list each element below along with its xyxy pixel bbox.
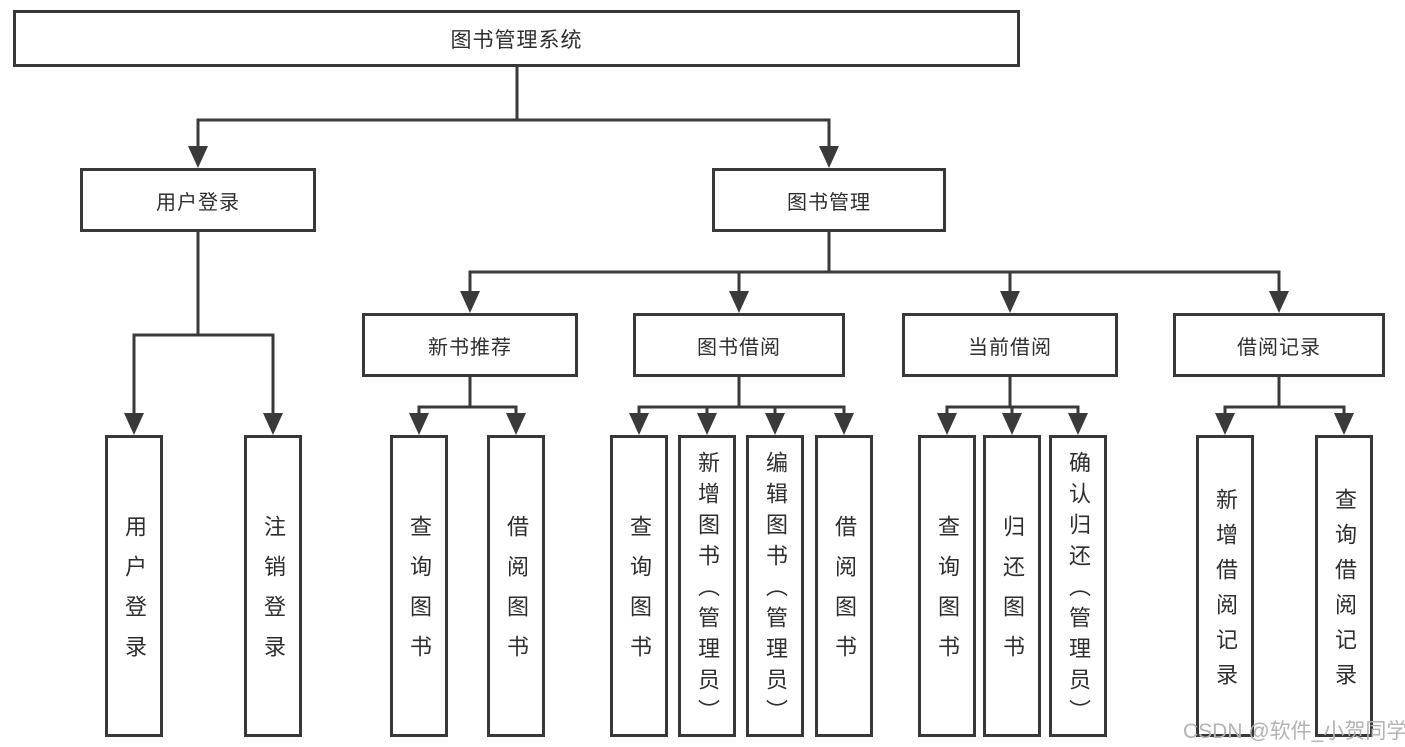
leaf-confirm-return-admin: 确认归还（管理员） bbox=[1049, 435, 1107, 737]
node-root-label: 图书管理系统 bbox=[450, 28, 583, 52]
leaf-return-books-label: 归还图书 bbox=[1000, 515, 1025, 675]
arrow-down-icon bbox=[263, 413, 283, 435]
leaf-borrow-books-1-label: 借阅图书 bbox=[504, 515, 529, 675]
arrow-down-icon bbox=[697, 413, 717, 435]
csdn-watermark: CSDN @软件_小贺同学 bbox=[1183, 720, 1405, 743]
node-borrow-records-label: 借阅记录 bbox=[1237, 336, 1321, 359]
leaf-borrow-books-1: 借阅图书 bbox=[487, 435, 545, 737]
node-book-borrow-label: 图书借阅 bbox=[697, 336, 781, 359]
leaf-edit-books-admin: 编辑图书（管理员） bbox=[746, 435, 804, 737]
arrow-down-icon bbox=[124, 413, 144, 435]
node-root: 图书管理系统 bbox=[13, 10, 1020, 67]
leaf-edit-books-admin-label: 编辑图书（管理员） bbox=[763, 451, 788, 730]
leaf-borrow-books-2-label: 借阅图书 bbox=[832, 515, 857, 675]
leaf-query-books-3-label: 查询图书 bbox=[935, 515, 960, 675]
leaf-query-books-1-label: 查询图书 bbox=[407, 515, 432, 675]
arrow-down-icon bbox=[629, 413, 649, 435]
arrow-down-icon bbox=[819, 146, 839, 168]
leaf-user-login-label: 用户登录 bbox=[122, 515, 147, 675]
arrow-down-icon bbox=[937, 413, 957, 435]
arrow-down-icon bbox=[506, 413, 526, 435]
connector-userlogin-to-leaves bbox=[132, 232, 275, 415]
arrow-down-icon bbox=[765, 413, 785, 435]
leaf-logout-label: 注销登录 bbox=[261, 515, 286, 675]
arrow-down-icon bbox=[409, 413, 429, 435]
leaf-return-books: 归还图书 bbox=[983, 435, 1041, 737]
node-current-borrow-label: 当前借阅 bbox=[968, 336, 1052, 359]
leaf-logout: 注销登录 bbox=[244, 435, 302, 737]
leaf-add-books-admin: 新增图书（管理员） bbox=[678, 435, 736, 737]
arrow-down-icon bbox=[188, 146, 208, 168]
leaf-query-books-2-label: 查询图书 bbox=[627, 515, 652, 675]
leaf-borrow-books-2: 借阅图书 bbox=[815, 435, 873, 737]
arrow-down-icon bbox=[1002, 413, 1022, 435]
arrow-down-icon bbox=[1334, 413, 1354, 435]
node-new-book-recommend: 新书推荐 bbox=[362, 313, 578, 377]
arrow-down-icon bbox=[834, 413, 854, 435]
node-user-login-label: 用户登录 bbox=[156, 191, 240, 214]
leaf-add-books-admin-label: 新增图书（管理员） bbox=[695, 451, 720, 730]
arrow-down-icon bbox=[1215, 413, 1235, 435]
connector-sections-to-leaves bbox=[417, 377, 1346, 415]
connector-bookmgmt-to-level3 bbox=[468, 232, 1281, 293]
node-current-borrow: 当前借阅 bbox=[902, 313, 1118, 377]
leaf-query-books-1: 查询图书 bbox=[390, 435, 448, 737]
leaf-query-books-2: 查询图书 bbox=[610, 435, 668, 737]
leaf-query-borrow-record: 查询借阅记录 bbox=[1315, 435, 1373, 737]
arrow-down-icon bbox=[460, 291, 480, 313]
arrow-down-icon bbox=[1000, 291, 1020, 313]
leaf-add-borrow-record-label: 新增借阅记录 bbox=[1213, 487, 1238, 698]
arrow-down-icon bbox=[1269, 291, 1289, 313]
leaf-query-books-3: 查询图书 bbox=[918, 435, 976, 737]
connector-root-to-level2 bbox=[196, 67, 831, 148]
node-book-borrow: 图书借阅 bbox=[633, 313, 845, 377]
node-user-login: 用户登录 bbox=[80, 168, 316, 232]
leaf-query-borrow-record-label: 查询借阅记录 bbox=[1332, 487, 1357, 698]
node-new-book-recommend-label: 新书推荐 bbox=[428, 336, 512, 359]
arrow-down-icon bbox=[1068, 413, 1088, 435]
arrow-down-icon bbox=[729, 291, 749, 313]
node-borrow-records: 借阅记录 bbox=[1173, 313, 1385, 377]
leaf-add-borrow-record: 新增借阅记录 bbox=[1196, 435, 1254, 737]
node-book-management-label: 图书管理 bbox=[787, 191, 871, 214]
leaf-user-login: 用户登录 bbox=[105, 435, 163, 737]
leaf-confirm-return-admin-label: 确认归还（管理员） bbox=[1066, 451, 1091, 730]
node-book-management: 图书管理 bbox=[712, 168, 946, 232]
